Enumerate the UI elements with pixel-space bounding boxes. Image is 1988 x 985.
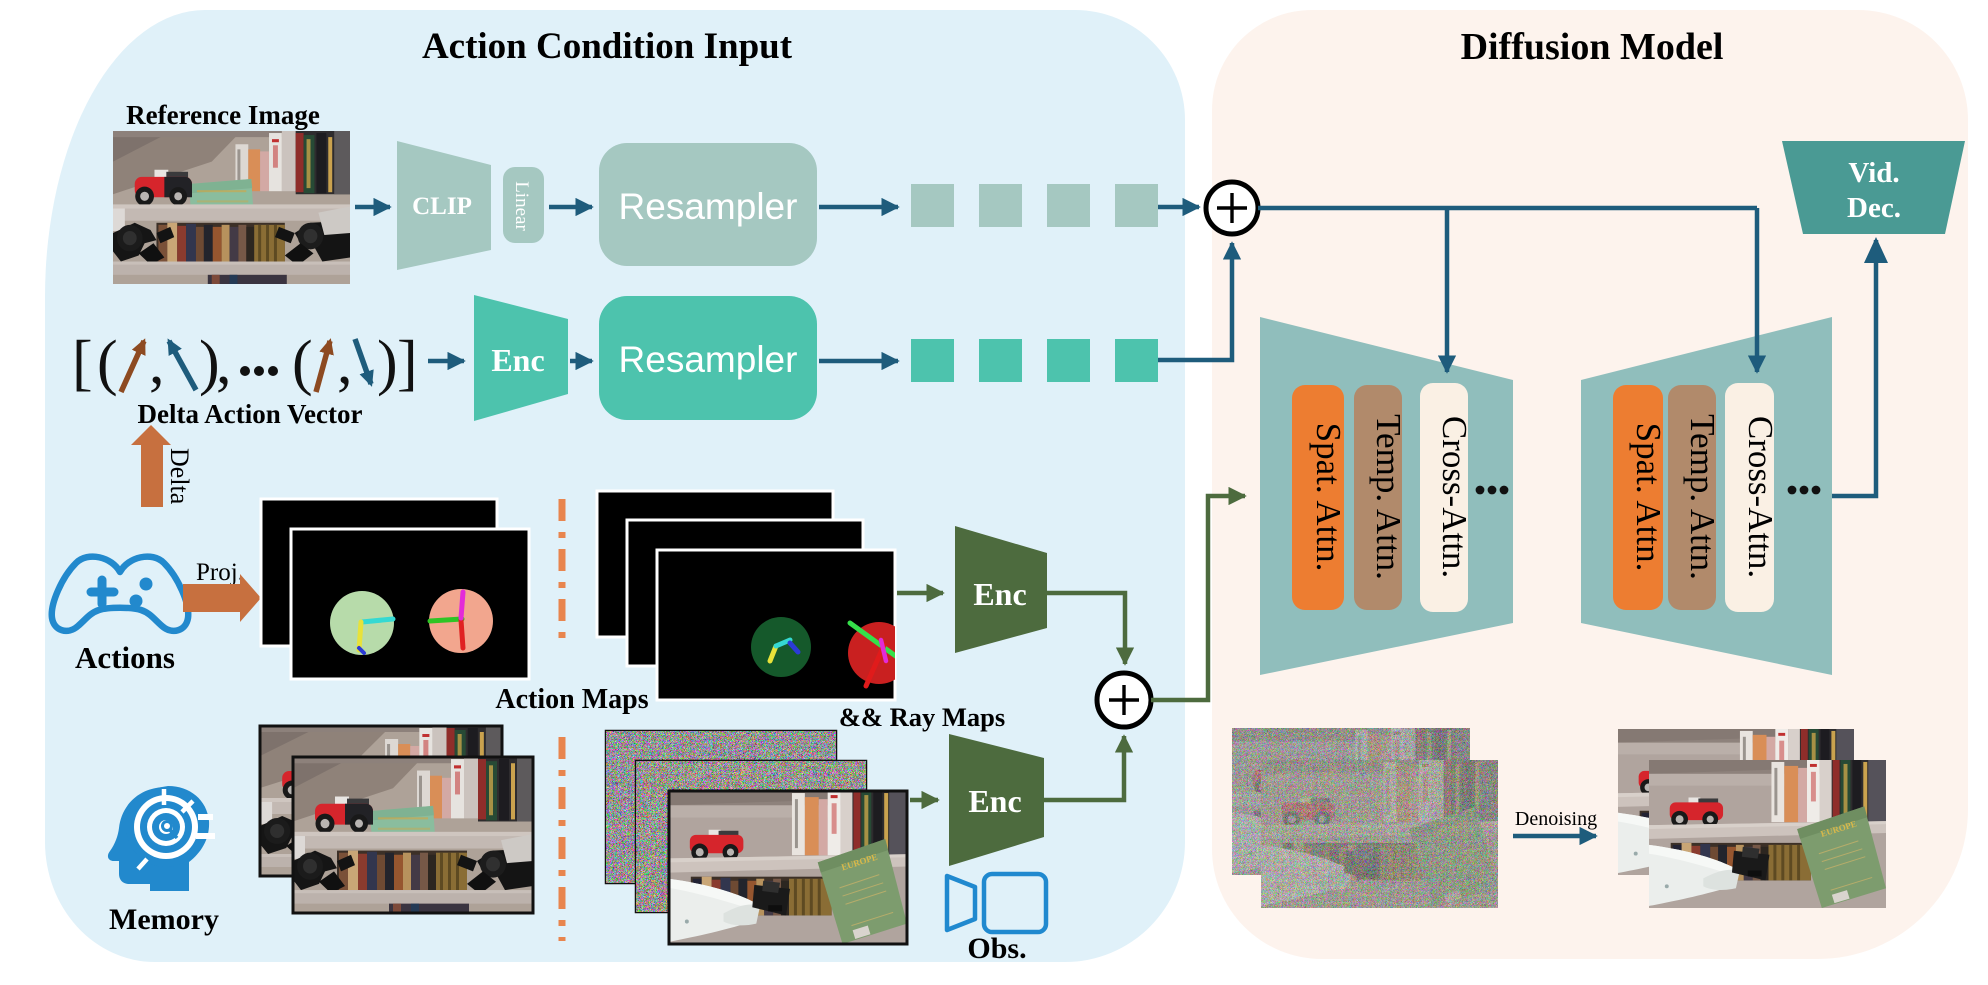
- svg-text:Obs.: Obs.: [967, 932, 1026, 965]
- svg-text:&& Ray Maps: && Ray Maps: [839, 702, 1005, 732]
- svg-text:Memory: Memory: [109, 903, 219, 936]
- svg-text:,: ,: [216, 329, 232, 397]
- svg-text:Temp. Attn.: Temp. Attn.: [1683, 414, 1722, 580]
- svg-text:,: ,: [149, 329, 165, 397]
- svg-text:Action Condition Input: Action Condition Input: [422, 26, 793, 67]
- svg-text:Denoising: Denoising: [1515, 808, 1597, 830]
- svg-text:Resampler: Resampler: [619, 339, 798, 380]
- svg-text:Proj.: Proj.: [196, 559, 244, 586]
- svg-text:Linear: Linear: [511, 181, 532, 231]
- svg-text:,: ,: [337, 329, 353, 397]
- svg-text:Spat. Attn.: Spat. Attn.: [1309, 423, 1348, 572]
- svg-text:(: (: [292, 329, 313, 397]
- svg-text:): ): [199, 329, 220, 397]
- svg-text:Vid.: Vid.: [1848, 157, 1899, 189]
- svg-text:Cross-Attn.: Cross-Attn.: [1741, 416, 1780, 578]
- svg-text:Enc: Enc: [973, 576, 1026, 612]
- svg-text:Action Maps: Action Maps: [495, 684, 648, 715]
- svg-text:Enc: Enc: [491, 342, 544, 378]
- svg-text:Diffusion Model: Diffusion Model: [1461, 26, 1724, 68]
- svg-text:Enc: Enc: [968, 783, 1021, 819]
- svg-text:CLIP: CLIP: [412, 193, 472, 220]
- svg-text:[: [: [72, 329, 93, 397]
- svg-text:Actions: Actions: [75, 640, 175, 675]
- svg-text:): ): [377, 329, 398, 397]
- svg-text:Cross-Attn.: Cross-Attn.: [1435, 416, 1474, 578]
- svg-text:Dec.: Dec.: [1847, 192, 1901, 224]
- svg-text:Spat. Attn.: Spat. Attn.: [1629, 423, 1668, 572]
- svg-text:(: (: [97, 329, 118, 397]
- svg-text:Resampler: Resampler: [619, 186, 798, 227]
- svg-text:Reference Image: Reference Image: [126, 100, 320, 130]
- svg-text:Delta Action Vector: Delta Action Vector: [138, 399, 363, 429]
- svg-text:Temp. Attn.: Temp. Attn.: [1369, 414, 1408, 580]
- svg-text:Delta: Delta: [165, 448, 194, 505]
- svg-text:]: ]: [397, 329, 418, 397]
